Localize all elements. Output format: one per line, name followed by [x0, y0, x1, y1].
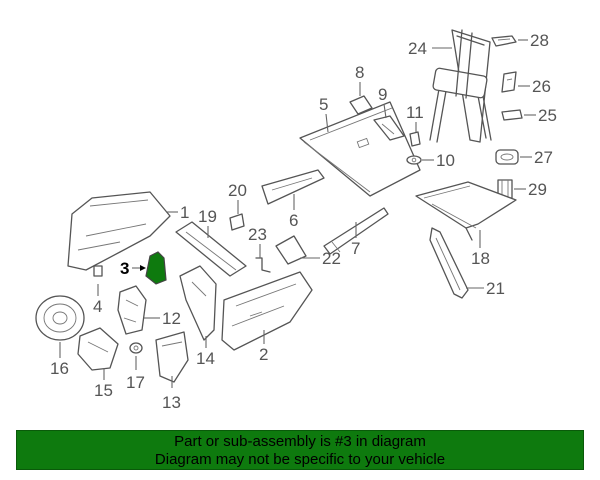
part-21-pillar-trim	[429, 227, 469, 299]
callout-25: 25	[538, 106, 557, 125]
part-1-quarter-trim	[67, 191, 171, 271]
part-14-pillar-trim	[179, 265, 217, 341]
callout-21: 21	[486, 279, 505, 298]
part-3-shape	[145, 251, 167, 285]
part-4-clip	[93, 265, 103, 277]
part-6-rail	[261, 169, 325, 205]
callout-7: 7	[351, 239, 360, 258]
part-15-cover	[77, 327, 119, 371]
part-23-fastener	[255, 257, 271, 273]
callout-23: 23	[248, 225, 267, 244]
part-13-panel	[155, 331, 189, 383]
part-11-fastener	[409, 131, 421, 147]
part-5-floor-panel	[299, 101, 421, 197]
callout-13: 13	[162, 393, 181, 412]
part-9-bracket	[373, 115, 405, 141]
callout-29: 29	[528, 180, 547, 199]
part-17-fastener	[129, 342, 143, 354]
part-12-panel	[117, 285, 147, 335]
parts-diagram: 24 28 26 25 27 29 18 21	[35, 29, 557, 412]
callout-12: 12	[162, 309, 181, 328]
part-18-cargo-cover	[415, 181, 517, 241]
callout-26: 26	[532, 77, 551, 96]
callout-22: 22	[322, 249, 341, 268]
callout-1: 1	[180, 203, 189, 222]
part-26-clip	[501, 71, 517, 93]
part-19-sill-trim	[175, 221, 247, 277]
callout-9: 9	[378, 85, 387, 104]
part-28-bracket	[491, 35, 517, 47]
callout-28: 28	[530, 31, 549, 50]
callout-24: 24	[408, 39, 427, 58]
callout-18: 18	[471, 249, 490, 268]
part-8-bracket	[349, 95, 373, 115]
part-24-frame	[429, 29, 492, 143]
callout-3: 3	[120, 259, 129, 278]
banner-line-2: Diagram may not be specific to your vehi…	[154, 451, 446, 468]
banner-line-1: Part or sub-assembly is #3 in diagram	[174, 433, 426, 450]
callout-14: 14	[196, 349, 215, 368]
part-22-bracket	[275, 235, 307, 265]
part-27-handle	[495, 149, 519, 165]
info-banner: Part or sub-assembly is #3 in diagram Di…	[16, 430, 584, 470]
callout-6: 6	[289, 211, 298, 230]
callout-10: 10	[436, 151, 455, 170]
callout-27: 27	[534, 148, 553, 167]
callout-2: 2	[259, 345, 268, 364]
part-16-tire-tray	[35, 295, 85, 341]
callout-17: 17	[126, 373, 145, 392]
callout-20: 20	[228, 181, 247, 200]
callout-16: 16	[50, 359, 69, 378]
callout-5: 5	[319, 95, 328, 114]
part-2-lower-trim	[221, 271, 313, 351]
callout-4: 4	[93, 297, 102, 316]
part-3-highlighted	[145, 251, 167, 285]
callout-11: 11	[406, 103, 424, 122]
callout-15: 15	[94, 381, 113, 400]
callout-8: 8	[355, 63, 364, 82]
callout-19: 19	[198, 207, 217, 226]
part-25-clip	[501, 109, 523, 121]
part-20-clip	[229, 213, 245, 231]
part-10-grommet	[406, 155, 422, 165]
